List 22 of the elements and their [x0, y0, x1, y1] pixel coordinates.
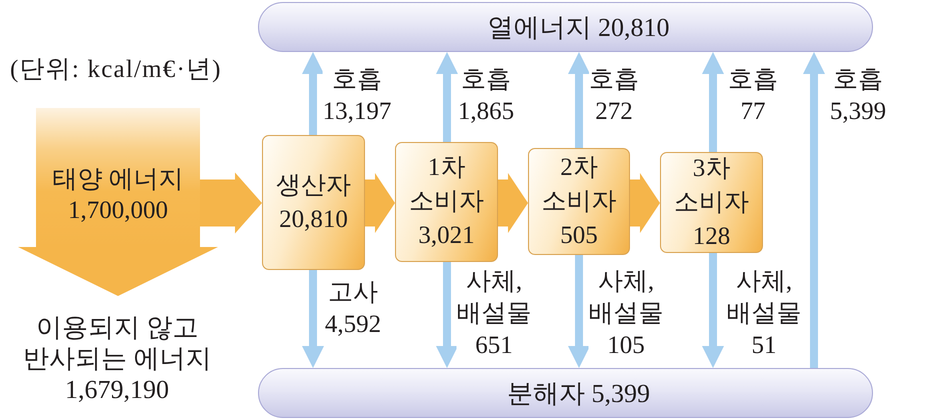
node-label: 1차 소비자: [409, 153, 484, 217]
node-value: 20,810: [279, 204, 348, 234]
node-label: 2차 소비자: [542, 152, 616, 216]
node-label: 태양 에너지: [52, 165, 184, 195]
node-value: 128: [692, 222, 730, 252]
rounded-band: [258, 2, 873, 52]
unit-note: (단위: kcal/m€·년): [10, 55, 222, 85]
node-value: 1,679,190: [64, 374, 170, 405]
node-value: 505: [560, 220, 598, 250]
node-value: 3,021: [418, 221, 475, 251]
node-label: 3차 소비자: [674, 154, 749, 218]
level-box: [262, 135, 365, 270]
node-label: 이용되지 않고 반사되는 에너지: [22, 312, 212, 374]
level-box: [528, 148, 630, 255]
arrow-body: [36, 108, 200, 247]
level-box: [660, 152, 763, 253]
node-label: 생산자: [276, 170, 351, 200]
band-label: 열에너지 20,810: [488, 12, 670, 42]
node-value: 1,700,000: [68, 196, 168, 226]
level-box: [395, 142, 498, 262]
band-label: 분해자 5,399: [507, 378, 650, 408]
rounded-band: [258, 368, 873, 418]
